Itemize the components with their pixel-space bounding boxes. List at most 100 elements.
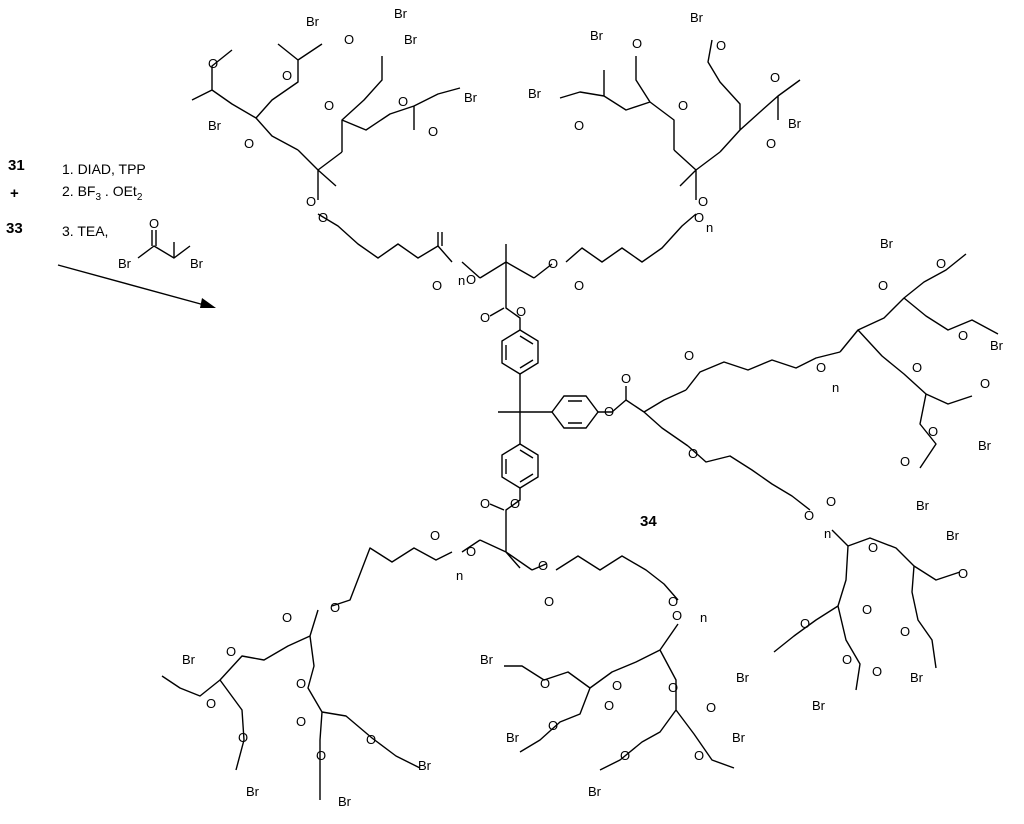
rb-o-4: O [804,508,814,523]
ul-o-2: O [244,136,254,151]
ul-br-1: Br [306,14,320,29]
reaction-arrow [57,264,216,308]
lower-o-left-carbonyl: O [430,528,440,543]
ur-o-7: O [766,136,776,151]
lower-o-right: O [538,558,548,573]
reagent-bromide-structure: O Br Br [118,216,204,271]
core-o-top-carbonyl: O [480,310,490,325]
lower-o-left: O [466,544,476,559]
upper-o-right-carbonyl: O [574,278,584,293]
rt-br-2: Br [990,338,1004,353]
rb-o-3: O [688,446,698,461]
ul-o-8: O [208,56,218,71]
lm-o-4: O [604,698,614,713]
reagent-br-left: Br [118,256,132,271]
lower-o-right-carbonyl: O [544,594,554,609]
ll-br-1: Br [182,652,196,667]
rbd-o-6: O [800,616,810,631]
ul-br-5: Br [464,90,478,105]
core-o-top: O [516,304,526,319]
upper-o-left: O [466,272,476,287]
rt-o-4: O [912,360,922,375]
ul-o-5: O [344,32,354,47]
reactant-31-label: 31 [8,157,25,174]
core-structure: O O O O O O [480,295,645,525]
ur-br-4: Br [788,116,802,131]
reagent-o: O [149,216,159,231]
rbd-br-1: Br [946,528,960,543]
rbd-o-3: O [958,566,968,581]
rt-o-6: O [928,424,938,439]
rb-n-2: n [824,526,831,541]
rbd-o-5: O [862,602,872,617]
ll-br-2: Br [246,784,260,799]
core-o-bottom-carbonyl: O [480,496,490,511]
ul-o-4: O [324,98,334,113]
ll-o-5: O [296,676,306,691]
dendron-right-bottom: O O O O O O O O Br Br Br Br [736,494,968,713]
ur-o-3: O [632,36,642,51]
dendron-upper-right: O O O O O O O Br Br Br Br [528,10,802,209]
plus-sign: + [10,185,19,202]
rb-o-2: O [816,360,826,375]
ll-o-8: O [316,748,326,763]
rbd-o-4: O [900,624,910,639]
reagent-br-right: Br [190,256,204,271]
ll-o-3: O [206,696,216,711]
ll-br-3: Br [418,758,432,773]
ul-o-7: O [428,124,438,139]
ur-br-2: Br [528,86,542,101]
ur-o-1: O [698,194,708,209]
core-o-right-carbonyl: O [621,371,631,386]
lm-o-3: O [540,676,550,691]
ul-br-3: Br [394,6,408,21]
ur-o-4: O [574,118,584,133]
rbd-br-4: Br [812,698,826,713]
ul-br-4: Br [404,32,418,47]
step-1-text: 1. DIAD, TPP [62,161,146,177]
core-o-right: O [604,404,614,419]
ur-o-5: O [716,38,726,53]
step-2-oet: . OEt [101,183,137,199]
upper-n-left: n [458,273,465,288]
step-2-text: 2. BF3 . OEt2 [62,183,143,203]
ll-o-7: O [366,732,376,747]
product-label: 34 [640,513,657,530]
lm-br-3: Br [588,784,602,799]
lower-n-right: n [700,610,707,625]
step-3-text: 3. TEA, [62,223,108,239]
rt-o-3: O [958,328,968,343]
ll-o-4: O [238,730,248,745]
rbd-o-8: O [872,664,882,679]
lm-br-4: Br [732,730,746,745]
upper-o-chain-right: O [694,210,704,225]
lm-br-1: Br [480,652,494,667]
ur-br-3: Br [690,10,704,25]
reactant-33-label: 33 [6,220,23,237]
dendron-lower-left: O O O O O O O O Br Br Br Br [161,609,432,809]
rbd-o-2: O [868,540,878,555]
rt-br-3: Br [978,438,992,453]
ll-o-1: O [282,610,292,625]
dendron-upper-left: O O O O O O O O Br Br Br Br Br [191,6,478,209]
ll-o-2: O [226,644,236,659]
ur-o-2: O [678,98,688,113]
step-2-sub2: 2 [137,192,143,203]
lm-o-9: O [694,748,704,763]
upper-o-right: O [548,256,558,271]
step-2-sub3: 3 [95,192,101,203]
lm-o-1: O [672,608,682,623]
right-branch: O O n O O n [643,348,841,541]
ur-o-6: O [770,70,780,85]
ul-o-6: O [398,94,408,109]
lm-o-2: O [612,678,622,693]
lower-o-chain-right: O [668,594,678,609]
upper-n-right: n [706,220,713,235]
rb-o-1: O [684,348,694,363]
lm-o-5: O [548,718,558,733]
lower-n-left: n [456,568,463,583]
step-2-bf: 2. BF [62,183,95,199]
dendron-right-top: O O O O O O O Br Br Br Br [839,236,1004,513]
lower-o-chain-left: O [330,600,340,615]
